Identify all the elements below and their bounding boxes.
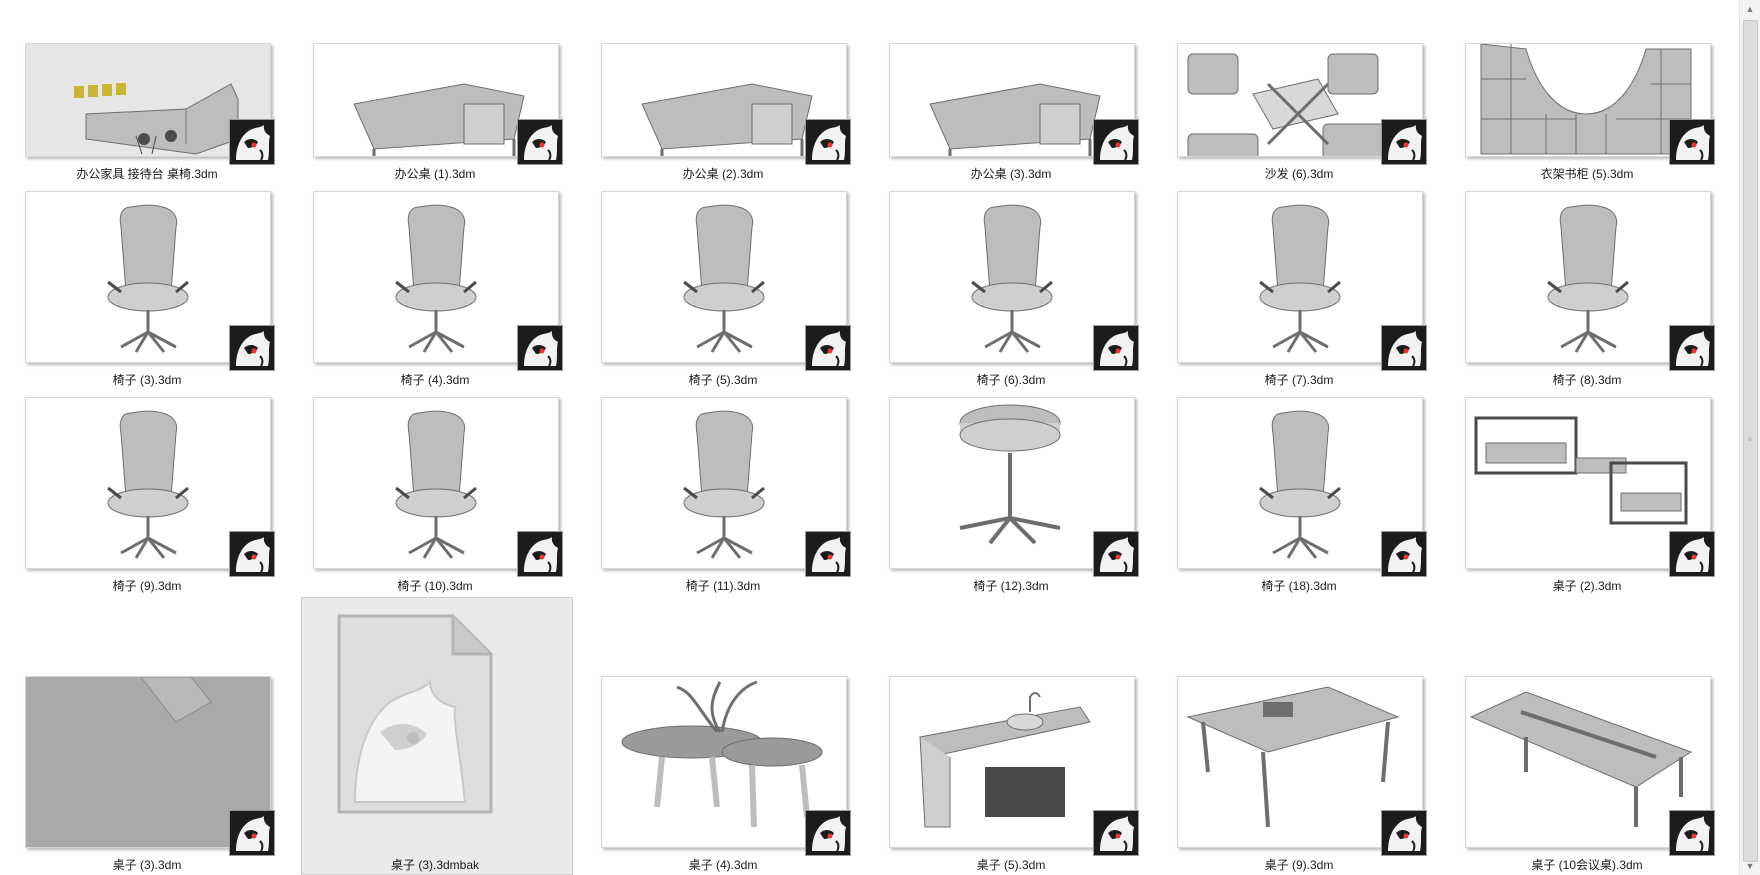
file-name-label: 椅子 (4).3dm [400,373,470,387]
rhino-3dm-badge-icon [1381,810,1427,856]
file-name-label: 椅子 (8).3dm [1552,373,1622,387]
office-desk-thumbnail [313,43,559,157]
rhino-3dm-badge-icon [1093,810,1139,856]
file-name-label: 桌子 (3).3dm [112,858,182,872]
rhino-3dm-badge-icon [229,325,275,371]
scroll-up-arrow-icon[interactable]: ▲ [1745,4,1755,14]
vertical-scrollbar[interactable]: ▲ ≡ ▼ [1739,0,1760,875]
reception-desk-thumbnail [25,43,271,157]
file-name-label: 沙发 (6).3dm [1264,167,1334,181]
file-name-label: 桌子 (9).3dm [1264,858,1334,872]
rhino-3dm-badge-icon [1381,531,1427,577]
chair-thumbnail [313,191,559,363]
rhino-3dm-badge-icon [1669,325,1715,371]
rhino-3dm-badge-icon [229,119,275,165]
rhino-3dm-badge-icon [1093,325,1139,371]
file-name-label: 桌子 (5).3dm [976,858,1046,872]
file-name-label: 椅子 (5).3dm [688,373,758,387]
rhino-3dm-badge-icon [805,119,851,165]
file-name-label: 椅子 (10).3dm [397,579,473,593]
file-name-label: 衣架书柜 (5).3dm [1540,167,1634,181]
file-name-label: 办公桌 (2).3dm [682,167,764,181]
rhino-3dm-badge-icon [517,119,563,165]
bookshelf-thumbnail [1465,43,1711,157]
rhino-3dm-badge-icon [1381,119,1427,165]
file-name-label: 办公家具 接待台 桌椅.3dm [76,167,218,181]
office-desk-thumbnail [889,43,1135,157]
file-name-label: 椅子 (6).3dm [976,373,1046,387]
file-name-label: 桌子 (3).3dmbak [390,858,480,872]
rhino-3dm-badge-icon [1669,810,1715,856]
file-name-label: 椅子 (11).3dm [685,579,761,593]
rhino-3dm-badge-icon [1093,531,1139,577]
file-name-label: 办公桌 (3).3dm [970,167,1052,181]
rhino-3dm-badge-icon [229,531,275,577]
file-name-label: 椅子 (3).3dm [112,373,182,387]
rhino-3dm-badge-icon [805,810,851,856]
file-name-label: 椅子 (9).3dm [112,579,182,593]
rhino-3dm-badge-icon [1669,119,1715,165]
file-name-label: 椅子 (12).3dm [973,579,1049,593]
file-name-label: 椅子 (18).3dm [1261,579,1337,593]
file-name-label: 桌子 (10会议桌).3dm [1531,858,1643,872]
rhino-3dm-badge-icon [229,810,275,856]
scroll-grip-icon: ≡ [1748,437,1752,443]
chair-thumbnail [601,397,847,569]
file-name-label: 办公桌 (1).3dm [394,167,476,181]
rhino-3dm-badge-icon [1093,119,1139,165]
table-top-thumbnail [25,676,271,848]
rhino-3dm-badge-icon [1381,325,1427,371]
rhino-3dm-badge-icon [805,531,851,577]
file-name-label: 椅子 (7).3dm [1264,373,1334,387]
rhino-3dm-badge-icon [1669,531,1715,577]
chair-thumbnail [313,397,559,569]
rhino-backup-file-icon [335,612,495,822]
rhino-3dm-badge-icon [805,325,851,371]
sink-counter-thumbnail [889,676,1135,848]
scroll-thumb[interactable]: ≡ [1743,20,1758,862]
chair-thumbnail [25,397,271,569]
file-name-label: 桌子 (4).3dm [688,858,758,872]
file-name-label: 桌子 (2).3dm [1552,579,1622,593]
sofa-set-thumbnail [1177,43,1423,157]
scroll-down-arrow-icon[interactable]: ▼ [1745,861,1755,871]
rhino-3dm-badge-icon [517,531,563,577]
rhino-3dm-badge-icon [517,325,563,371]
